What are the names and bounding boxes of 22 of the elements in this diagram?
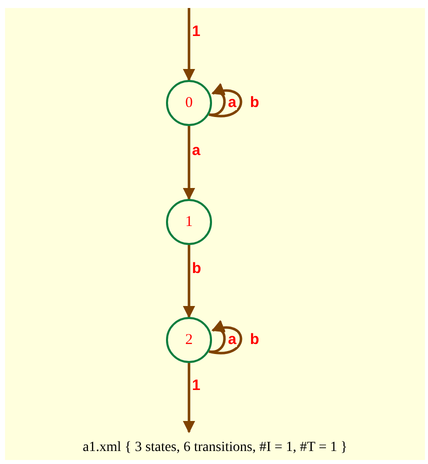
self-loop-arrow	[208, 321, 242, 354]
state-label: 2	[185, 332, 193, 348]
transition-arrow	[182, 363, 196, 434]
edge-label: b	[249, 332, 260, 347]
transition-arrow	[182, 126, 196, 200]
caption: a1.xml { 3 states, 6 transitions, #I = 1, #T = 1 }	[82, 440, 348, 455]
transition-arrow	[182, 8, 196, 82]
state-label: 1	[185, 214, 193, 230]
state-circle	[166, 80, 212, 126]
edge-label: b	[249, 95, 260, 110]
self-loop-arrow	[208, 321, 226, 353]
state-circle	[166, 199, 212, 245]
edge-label: a	[227, 332, 238, 347]
edge-label: b	[191, 261, 202, 276]
edge-label: 1	[191, 378, 202, 392]
self-loop-arrow	[208, 84, 242, 118]
edge-label: 1	[191, 24, 202, 39]
edge-label: a	[227, 95, 238, 110]
self-loop-arrow	[208, 84, 226, 116]
state-label: 0	[185, 96, 193, 110]
transition-arrow	[182, 245, 196, 318]
state-circle	[166, 317, 212, 363]
